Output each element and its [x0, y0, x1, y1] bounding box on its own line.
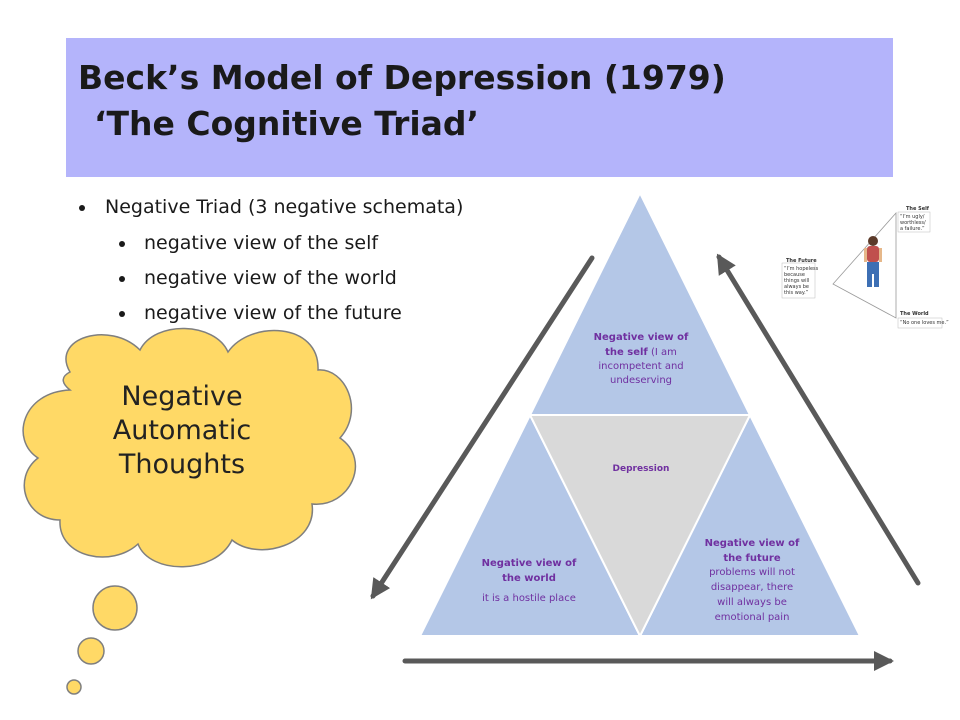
future-detail-line3: will always be — [717, 597, 787, 608]
inset-self-quote2: worthless/ — [900, 220, 926, 226]
cloud-label-line1: Negative — [121, 381, 243, 412]
thought-cloud-body — [22, 327, 357, 568]
future-detail-line2: disappear, there — [711, 582, 793, 593]
world-detail: it is a hostile place — [482, 593, 576, 604]
cloud-label: Negative Automatic Thoughts — [60, 380, 304, 482]
inset-future-quote4: always be — [784, 284, 810, 290]
future-heading-line2: the future — [723, 553, 780, 564]
self-detail-line3: undeserving — [610, 375, 672, 386]
future-detail-line4: emotional pain — [715, 612, 790, 623]
bullet-view-world: negative view of the world — [76, 267, 463, 302]
cloud-label-line2: Automatic — [112, 415, 252, 446]
inset-future-title: The Future — [786, 258, 817, 264]
slide-title-line2: ‘The Cognitive Triad’ — [94, 104, 480, 143]
inset-self-quote3: a failure.” — [900, 226, 925, 232]
triad-center-depression — [528, 414, 752, 639]
world-heading-line2: the world — [502, 573, 556, 584]
future-detail-line1: problems will not — [709, 567, 795, 578]
arrow-right-up — [716, 253, 921, 586]
inset-world-quote: “No one loves me.” — [900, 320, 949, 326]
inset-future-quote5: this way.” — [784, 290, 809, 296]
bullet-negative-triad: Negative Triad (3 negative schemata) — [76, 196, 463, 232]
inset-self-quote1: “I’m ugly/ — [900, 214, 925, 220]
self-heading-line1: Negative view of — [594, 332, 689, 343]
center-depression-label: Depression — [613, 464, 670, 474]
arrow-left-down — [370, 255, 595, 600]
inset-world-title: The World — [900, 311, 929, 317]
inset-future-quote3: things will — [784, 278, 810, 284]
slide-title-line1: Beck’s Model of Depression (1979) — [78, 58, 726, 97]
inset-self-title: The Self — [906, 206, 929, 212]
inset-future-quote1: “I’m hopeless — [784, 266, 819, 272]
bullet-view-self: negative view of the self — [76, 232, 463, 267]
thought-bubble-medium — [77, 637, 105, 665]
bullet-list: Negative Triad (3 negative schemata) neg… — [76, 196, 463, 337]
bullet-view-future: negative view of the future — [76, 302, 463, 337]
person-figure-icon — [864, 236, 882, 287]
self-detail-line2: incompetent and — [598, 361, 683, 372]
thought-bubble-small — [66, 679, 82, 695]
cloud-label-line3: Thoughts — [118, 449, 246, 480]
world-heading-line1: Negative view of — [482, 558, 577, 569]
future-heading-line1: Negative view of — [705, 538, 800, 549]
title-banner: Beck’s Model of Depression (1979) ‘The C… — [66, 38, 893, 177]
self-text-line2: the self (I am — [605, 347, 677, 358]
self-heading-line2: the self — [605, 347, 648, 358]
thought-bubble-large — [92, 585, 138, 631]
inset-future-quote2: because — [784, 272, 805, 278]
self-detail-line1: (I am — [651, 347, 677, 358]
